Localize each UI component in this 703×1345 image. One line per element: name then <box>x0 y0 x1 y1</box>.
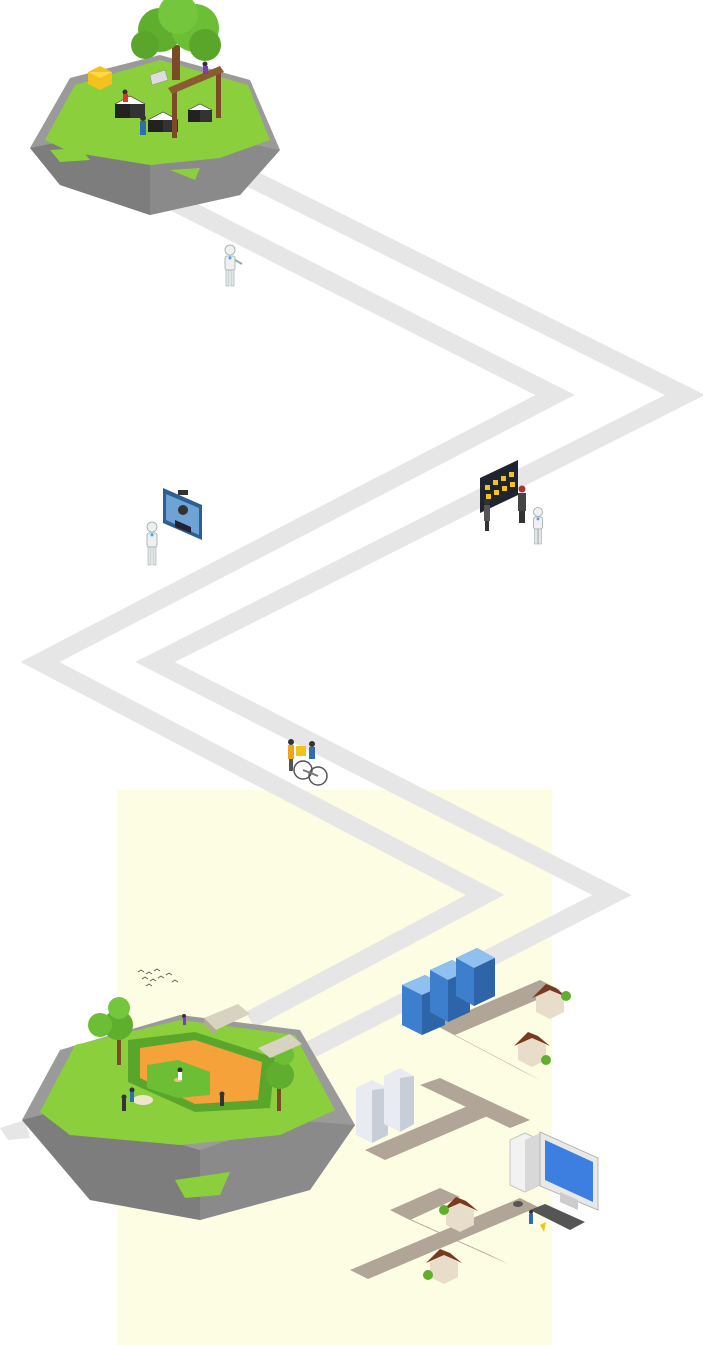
office-building-icon <box>456 948 495 1006</box>
mouse-icon <box>513 1201 523 1207</box>
businessperson-icon <box>484 499 490 531</box>
delivery-bicycle-icon <box>288 739 328 786</box>
robot-icon <box>533 507 543 545</box>
desktop-computer-icon <box>509 1131 599 1211</box>
tree-icon <box>131 0 221 80</box>
tree-icon <box>88 997 133 1065</box>
house-icon <box>514 1032 551 1067</box>
businessperson-icon <box>518 485 526 523</box>
robot-icon <box>146 521 158 566</box>
house-icon <box>532 984 571 1019</box>
house-icon <box>423 1249 462 1284</box>
office-building-icon <box>356 1080 388 1143</box>
zigzag-path <box>0 169 703 1140</box>
house-icon <box>439 1197 478 1232</box>
picnic-island-icon <box>30 0 280 215</box>
keyboard-icon <box>530 1204 585 1230</box>
kanban-board-icon <box>480 460 518 513</box>
baseball-field-island-icon <box>22 997 355 1220</box>
video-call-screen-icon <box>163 488 202 540</box>
birds-icon <box>137 968 179 987</box>
robot-icon <box>224 244 243 287</box>
office-building-icon <box>384 1068 414 1132</box>
road-grid <box>350 980 560 1279</box>
